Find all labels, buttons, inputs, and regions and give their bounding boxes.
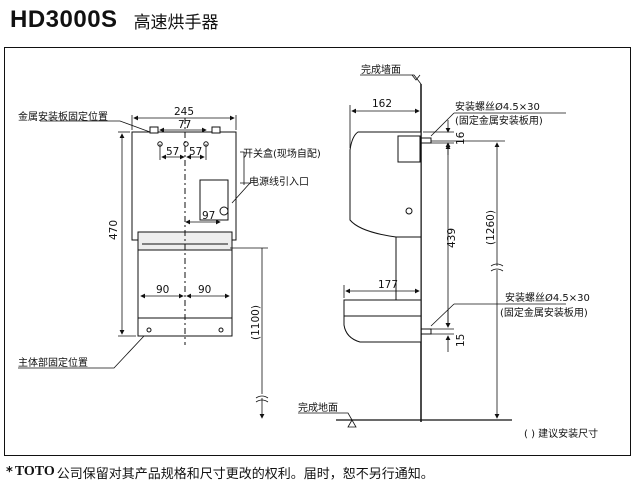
side-view bbox=[343, 84, 432, 422]
label-power-inlet: 电源线引入口 bbox=[249, 175, 309, 188]
dim-57-right: 57 bbox=[189, 146, 202, 158]
legend-recommended: ( ) 建议安装尺寸 bbox=[524, 427, 598, 440]
dim-162: 162 bbox=[372, 98, 392, 110]
dim-57-left: 57 bbox=[166, 146, 179, 158]
label-screw-top-2: (固定金属安装板用) bbox=[455, 114, 543, 127]
label-screw-bottom-1: 安装螺丝Ø4.5×30 bbox=[505, 291, 590, 304]
label-switch-box: 开关盒(现场自配) bbox=[243, 147, 321, 160]
label-body-fix-position: 主体部固定位置 bbox=[18, 356, 88, 369]
screw-hole bbox=[183, 141, 189, 147]
dim-245: 245 bbox=[174, 106, 194, 118]
footer-text: 公司保留对其产品规格和尺寸更改的权利。届时，恕不另行通知。 bbox=[56, 466, 434, 482]
label-screw-top-1: 安装螺丝Ø4.5×30 bbox=[455, 100, 540, 113]
footer-brand: TOTO bbox=[14, 464, 55, 479]
dim-15: 15 bbox=[455, 334, 467, 347]
footer-star: * bbox=[6, 464, 13, 480]
label-plate-position: 金属安装板固定位置 bbox=[18, 110, 108, 123]
product-name: 高速烘手器 bbox=[133, 12, 219, 33]
dim-1260: (1260) bbox=[485, 210, 497, 245]
power-inlet-circle bbox=[219, 206, 229, 216]
dim-439: 439 bbox=[446, 228, 458, 248]
side-dimensions bbox=[298, 74, 566, 428]
front-lower-body bbox=[137, 249, 233, 337]
front-view bbox=[131, 118, 237, 345]
footer-note: * TOTO 公司保留对其产品规格和尺寸更改的权利。届时，恕不另行通知。 bbox=[6, 460, 434, 484]
dim-1100: (1100) bbox=[250, 305, 262, 340]
dim-97: 97 bbox=[202, 210, 215, 222]
front-dimensions bbox=[18, 115, 269, 419]
label-screw-bottom-2: (固定金属安装板用) bbox=[500, 306, 588, 319]
dim-470: 470 bbox=[108, 220, 120, 240]
dim-16: 16 bbox=[455, 131, 467, 145]
switch-box bbox=[199, 179, 229, 221]
dim-90-right: 90 bbox=[198, 284, 211, 296]
model-number: HD3000S bbox=[10, 6, 118, 33]
dim-177: 177 bbox=[378, 279, 398, 291]
drawing-frame bbox=[4, 47, 631, 456]
side-lower-tray bbox=[343, 299, 422, 343]
label-finished-floor: 完成地面 bbox=[298, 401, 338, 414]
dim-77: 77 bbox=[178, 119, 191, 131]
label-finished-wall: 完成墙面 bbox=[361, 63, 401, 76]
title-bar: HD3000S 高速烘手器 bbox=[10, 2, 219, 38]
dim-90-left: 90 bbox=[156, 284, 169, 296]
text-labels: 金属安装板固定位置 开关盒(现场自配) 电源线引入口 主体部固定位置 完成墙面 … bbox=[18, 63, 598, 440]
